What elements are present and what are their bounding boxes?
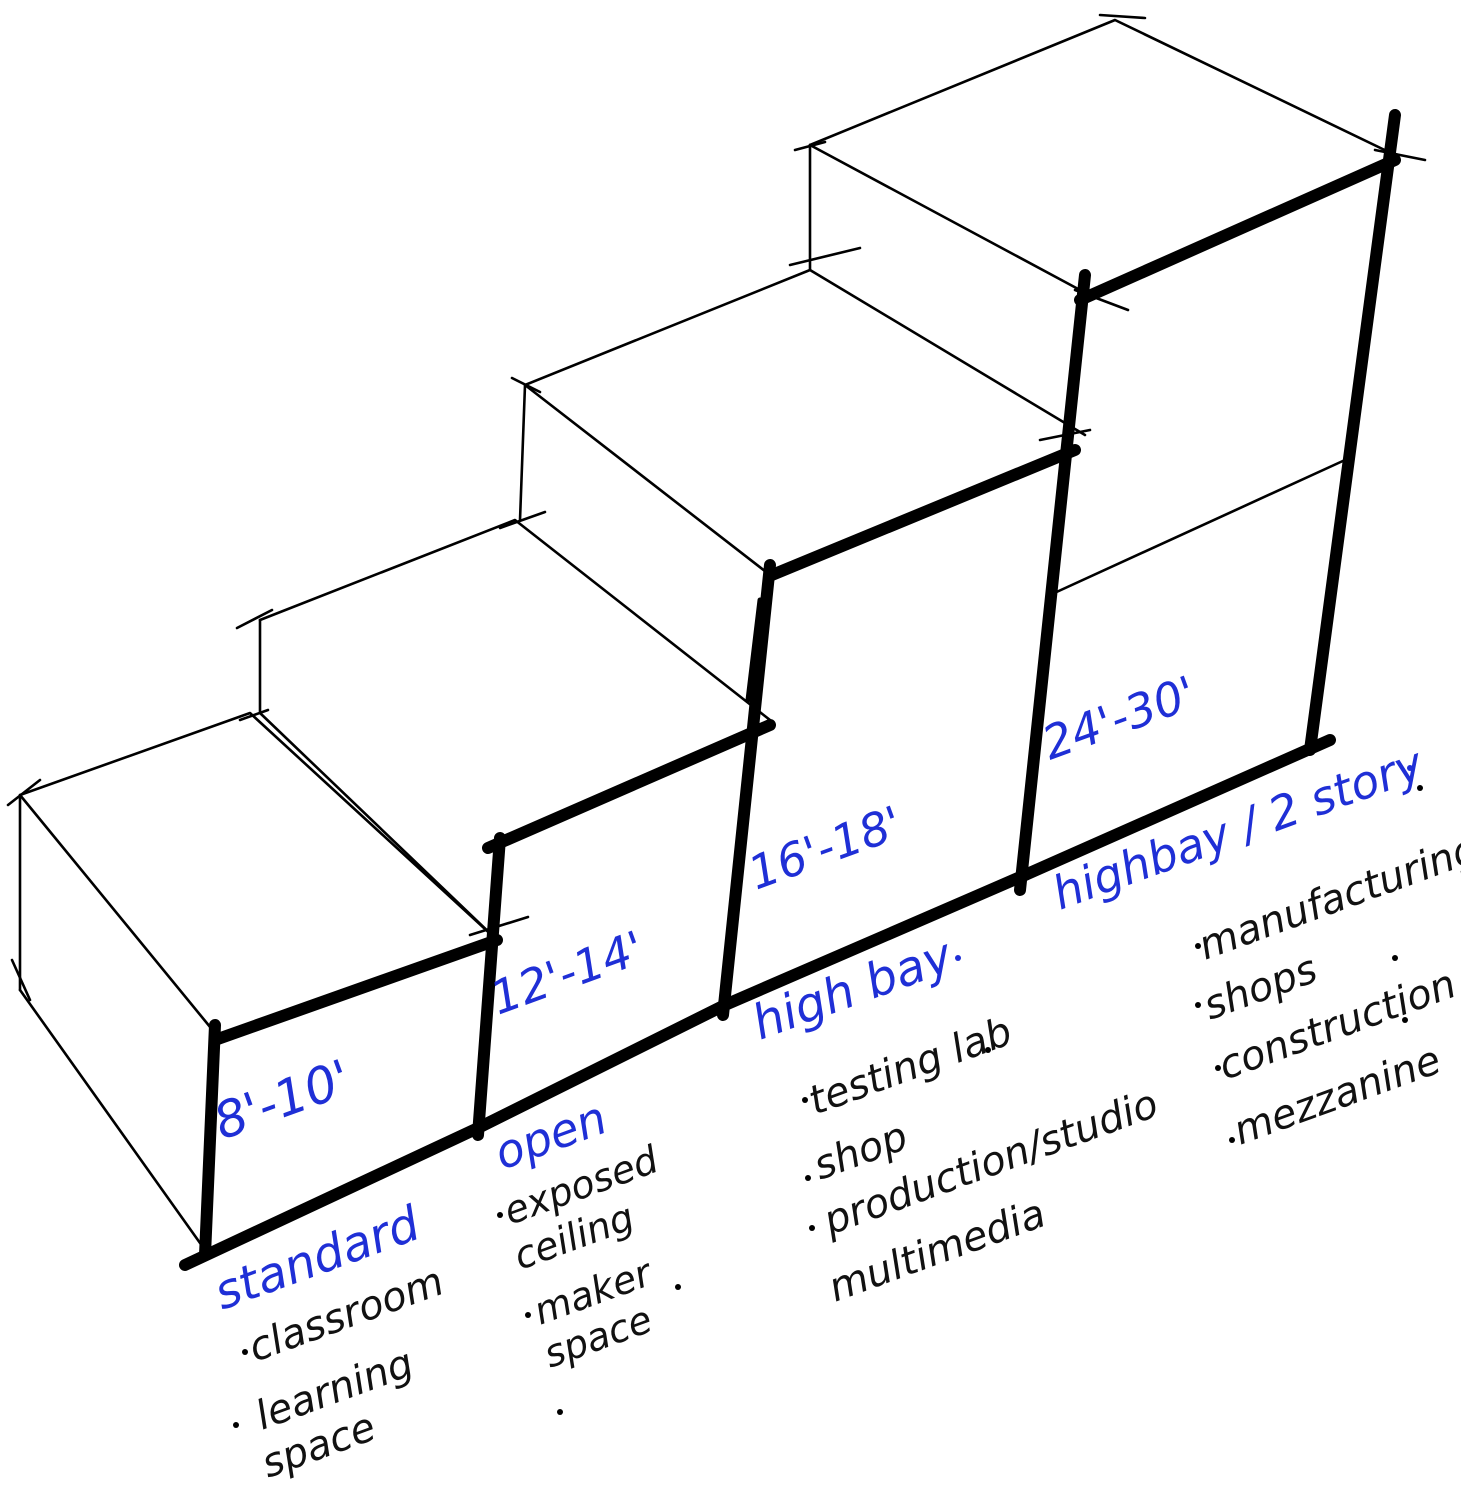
block-highbay-2-story-front-top — [1074, 154, 1401, 306]
block-standard — [6, 711, 530, 1271]
block-open-front-left — [472, 832, 506, 1141]
uses-high-bay: testing lab shop production/studio multi… — [803, 1009, 1165, 1312]
block-standard-front-top — [209, 934, 503, 1046]
block-high-bay-base — [719, 869, 1031, 1011]
mezzanine-line — [1048, 458, 1347, 597]
height-label-standard: 8'-10' — [206, 1049, 358, 1152]
block-highbay-2-story-front-left — [1014, 269, 1091, 896]
height-label-high-bay: 16'-18' — [741, 795, 909, 900]
height-label-highbay-2-story: 24'-30' — [1035, 665, 1203, 770]
block-high-bay-front-top — [766, 444, 1081, 581]
uses-highbay-2-story: manufacturing shops construction mezzani… — [1193, 826, 1461, 1155]
block-high-bay — [510, 246, 1092, 1021]
block-standard-top — [18, 711, 499, 1035]
block-open-front-top — [482, 719, 776, 854]
block-open — [235, 510, 776, 1141]
block-high-bay-front-left — [717, 559, 776, 1021]
block-highbay-2-story — [793, 13, 1427, 896]
block-open-top — [258, 518, 772, 722]
block-standard-base — [179, 1122, 484, 1271]
block-highbay-2-story-front-right — [1304, 109, 1401, 756]
height-label-open: 12'-14' — [483, 920, 651, 1025]
use-item: testing lab — [803, 1009, 1018, 1125]
bullet-dots — [233, 785, 1423, 1428]
block-standard-front-left — [199, 1019, 221, 1261]
block-highbay-2-story-base — [1019, 734, 1336, 881]
block-high-bay-top — [523, 268, 1087, 437]
blue-dots — [955, 765, 1413, 961]
block-open-base — [472, 999, 731, 1134]
block-highbay-2-story-top — [808, 18, 1397, 157]
